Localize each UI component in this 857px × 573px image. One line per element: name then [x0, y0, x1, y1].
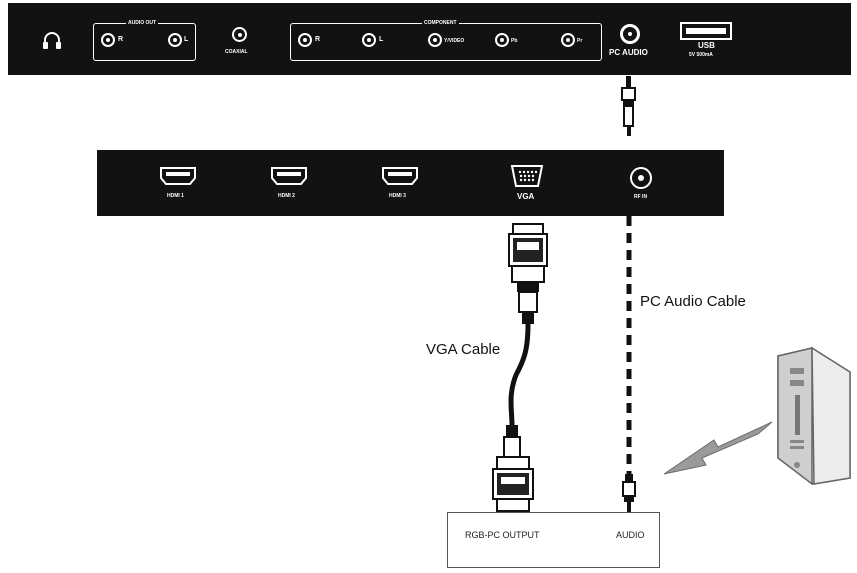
hdmi-port-icon[interactable]: [381, 166, 419, 186]
component-y-jack[interactable]: [428, 33, 442, 47]
rf-coax-icon[interactable]: [629, 166, 653, 190]
component-r-jack[interactable]: [298, 33, 312, 47]
vga-connector-top: [508, 223, 548, 324]
usb-port-icon[interactable]: [680, 22, 732, 40]
hdmi-port-icon[interactable]: [159, 166, 197, 186]
pc-audio-plug-top: [621, 76, 636, 136]
vga-cable-label: VGA Cable: [426, 341, 501, 358]
component-l-jack[interactable]: [362, 33, 376, 47]
component-r-label: R: [315, 36, 321, 43]
direction-arrow-icon: [663, 421, 773, 475]
audio-out-r-label: R: [118, 36, 124, 43]
audio-out-label: AUDIO OUT: [126, 20, 159, 26]
pc-audio-label: PC AUDIO: [609, 48, 648, 57]
vga-connector-bottom: [492, 425, 534, 512]
pc-audio-plug-bottom: [622, 474, 636, 512]
coaxial-label: COAXIAL: [225, 49, 248, 55]
pc-audio-output-label: AUDIO: [616, 530, 645, 540]
audio-out-l-label: L: [184, 36, 189, 43]
audio-out-r-jack[interactable]: [101, 33, 115, 47]
component-pr-jack[interactable]: [561, 33, 575, 47]
component-y-label: Y/VIDEO: [444, 38, 465, 44]
rf-label: RF IN: [634, 194, 648, 200]
rgb-pc-output-label: RGB-PC OUTPUT: [465, 530, 540, 540]
component-pb-jack[interactable]: [495, 33, 509, 47]
coaxial-jack[interactable]: [232, 27, 247, 42]
hdmi-port-icon[interactable]: [270, 166, 308, 186]
tv-top-io-panel: AUDIO OUT R L COAXIAL COMPONENT R L Y/VI…: [8, 3, 851, 75]
vga-port-icon[interactable]: [510, 164, 544, 188]
pc-audio-cable-label: PC Audio Cable: [640, 293, 746, 310]
audio-out-l-jack[interactable]: [168, 33, 182, 47]
computer-tower-icon: [777, 346, 851, 486]
vga-cable: [508, 323, 531, 426]
pc-output-panel: RGB-PC OUTPUT AUDIO: [447, 512, 660, 568]
component-l-label: L: [379, 36, 384, 43]
tv-side-io-panel: HDMI 1 HDMI 2 HDMI 3 VGA RF IN: [97, 150, 724, 216]
component-pb-label: Pb: [511, 38, 518, 44]
usb-sub-label: 5V 500mA: [689, 52, 713, 58]
vga-label: VGA: [517, 192, 535, 201]
hdmi3-label: HDMI 3: [389, 193, 406, 199]
usb-label: USB: [698, 41, 715, 50]
component-label: COMPONENT: [422, 20, 459, 26]
hdmi1-label: HDMI 1: [167, 193, 184, 199]
pc-audio-jack[interactable]: [620, 24, 640, 44]
headphone-icon: [43, 32, 61, 49]
hdmi2-label: HDMI 2: [278, 193, 295, 199]
component-pr-label: Pr: [577, 38, 583, 44]
